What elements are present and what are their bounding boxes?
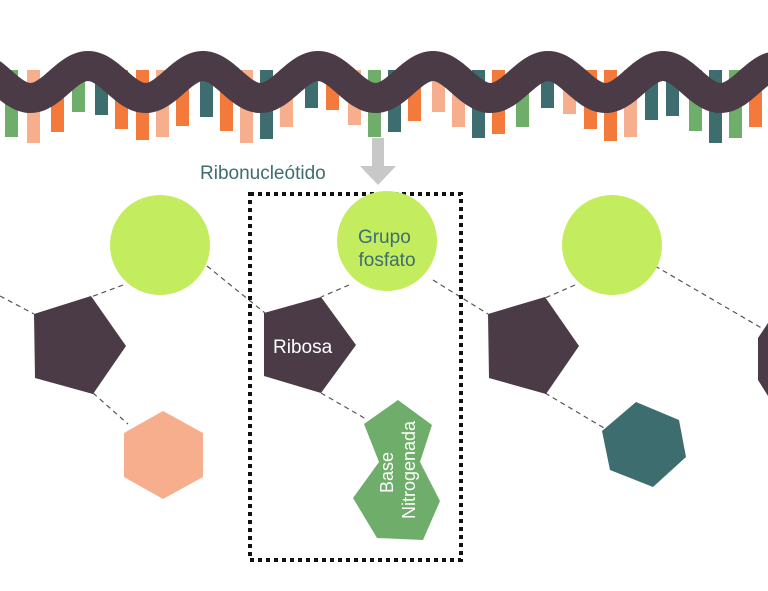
selection-box [248, 192, 463, 562]
bonds [0, 265, 766, 429]
rna-backbone-strand [0, 50, 768, 114]
ribonucleotide-label: Ribonucleótido [200, 163, 326, 184]
ribose-label: Ribosa [273, 337, 333, 358]
base-label-line1: Base [377, 452, 397, 493]
ribose-pentagon [34, 296, 126, 394]
base-label-line2: Nitrogenada [399, 420, 419, 519]
phosphate-label-line2: fosfato [358, 250, 415, 271]
base-hexagon [124, 411, 203, 499]
phosphate-circle [337, 191, 437, 291]
ribose-pentagon-partial [758, 323, 768, 396]
phosphate-circle [110, 195, 210, 295]
ribose-pentagon [264, 297, 356, 393]
phosphate-label: Grupo fosfato [358, 227, 416, 271]
base-hexagon [602, 402, 686, 487]
nucleotide-middle: Grupo fosfato Ribosa Base Nitrogenada [248, 191, 463, 562]
ribose-pentagon [488, 297, 579, 394]
base-shape [353, 400, 440, 540]
nucleotide-left [34, 195, 210, 499]
phosphate-circle [562, 195, 662, 295]
selection-arrow-icon [360, 138, 396, 185]
base-label: Base Nitrogenada [377, 420, 419, 519]
nucleotide-right [488, 195, 768, 487]
phosphate-label-line1: Grupo [358, 227, 411, 248]
